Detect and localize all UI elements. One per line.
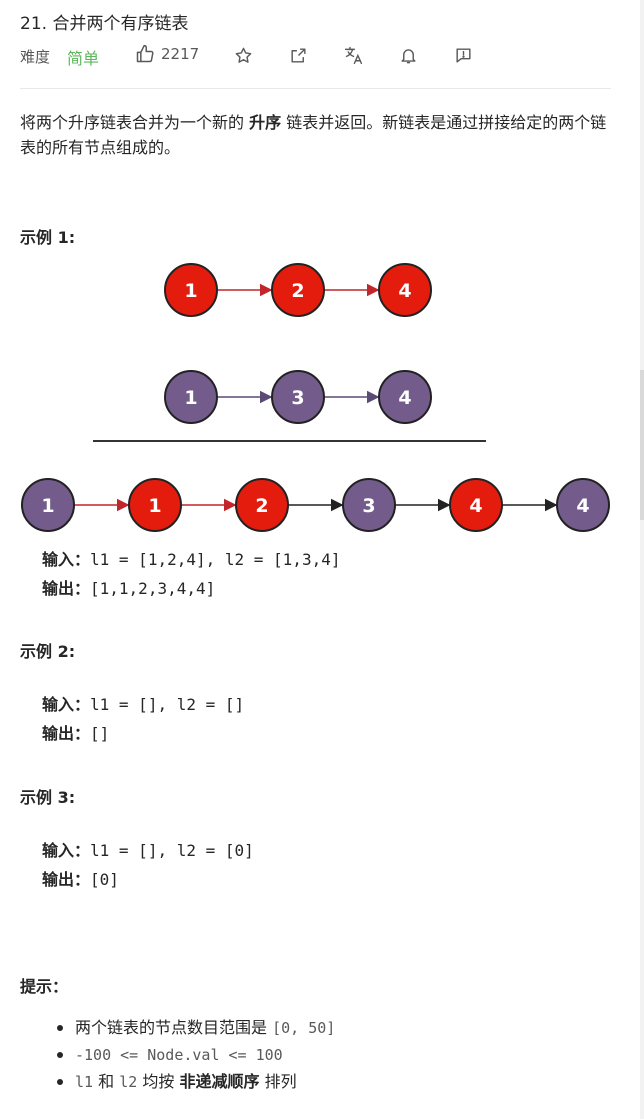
difficulty-badge: 简单: [67, 49, 100, 68]
node-value: 1: [184, 387, 197, 409]
merged-row: 1 1 2 3 4 4: [21, 478, 610, 532]
example-3-output: [0]: [90, 870, 119, 889]
node-value: 1: [41, 495, 54, 517]
translate-icon: [344, 46, 362, 64]
input-label: 输入：: [42, 841, 91, 860]
merge-diagram: 1 2 4 1 3 4 1 1 2 3 4 4: [21, 263, 610, 532]
example-2-output: []: [90, 724, 110, 743]
share-icon: [290, 47, 306, 63]
list-node: [235, 478, 289, 532]
feedback-button[interactable]: [452, 44, 474, 66]
hint-item: 两个链表的节点数目范围是 [0, 50]: [55, 1014, 335, 1041]
like-count: 2217: [161, 45, 200, 63]
input-label: 输入：: [42, 695, 91, 714]
example-2-input: l1 = [], l2 = []: [90, 695, 245, 714]
node-value: 4: [398, 387, 411, 409]
description-text: 将两个升序链表合并为一个新的: [20, 113, 245, 132]
node-value: 3: [291, 387, 304, 409]
example-2-heading: 示例 2:: [20, 642, 76, 661]
list-node: [164, 263, 218, 317]
node-value: 4: [398, 280, 411, 302]
description-text-2: 链表并返回。新链表是通过拼接给定的两个链表的所有节点组成的。: [20, 113, 607, 157]
list2-row: 1 3 4: [164, 370, 432, 424]
problem-title: 21. 合并两个有序链表: [20, 14, 189, 34]
list-node: [271, 370, 325, 424]
bell-icon: [400, 48, 416, 63]
list-node: [21, 478, 75, 532]
like-button[interactable]: 2217: [135, 44, 199, 64]
hints-heading: 提示：: [20, 977, 69, 996]
node-value: 1: [184, 280, 197, 302]
example-3-heading: 示例 3:: [20, 788, 76, 807]
share-button[interactable]: [287, 44, 309, 66]
example-1-output: [1,1,2,3,4,4]: [90, 579, 216, 598]
example-2-io: 输入：l1 = [], l2 = [] 输出：[]: [42, 690, 244, 748]
scrollbar-thumb[interactable]: [640, 370, 644, 520]
list-node: [556, 478, 610, 532]
feedback-icon: [455, 47, 471, 63]
thumbs-up-icon: [136, 44, 154, 63]
output-label: 输出：: [42, 579, 91, 598]
scrollbar-track[interactable]: [640, 0, 644, 1119]
example-3-io: 输入：l1 = [], l2 = [0] 输出：[0]: [42, 836, 254, 894]
output-label: 输出：: [42, 724, 91, 743]
node-value: 3: [362, 495, 375, 517]
node-value: 4: [469, 495, 482, 517]
example-1-input: l1 = [1,2,4], l2 = [1,3,4]: [90, 550, 341, 569]
hints-list: 两个链表的节点数目范围是 [0, 50] -100 <= Node.val <=…: [55, 1014, 335, 1095]
problem-description: 将两个升序链表合并为一个新的 升序 链表并返回。新链表是通过拼接给定的两个链表的…: [20, 110, 620, 160]
list1-row: 1 2 4: [164, 263, 432, 317]
list-node: [449, 478, 503, 532]
hint-item: l1 和 l2 均按 非递减顺序 排列: [55, 1068, 335, 1095]
example-3-input: l1 = [], l2 = [0]: [90, 841, 254, 860]
input-label: 输入：: [42, 550, 91, 569]
list-node: [164, 370, 218, 424]
translate-button[interactable]: [342, 44, 364, 66]
problem-meta-bar: 难度 简单 2217: [20, 44, 620, 68]
list-node: [128, 478, 182, 532]
example-1-io: 输入：l1 = [1,2,4], l2 = [1,3,4] 输出：[1,1,2,…: [42, 545, 340, 603]
description-bold: 升序: [249, 113, 282, 132]
list-node: [378, 263, 432, 317]
list-node: [271, 263, 325, 317]
star-icon: [235, 47, 251, 63]
list-node: [378, 370, 432, 424]
example-1-heading: 示例 1:: [20, 228, 76, 247]
list-node: [342, 478, 396, 532]
node-value: 4: [576, 495, 589, 517]
notification-button[interactable]: [397, 44, 419, 66]
difficulty-label: 难度: [20, 48, 51, 66]
node-value: 1: [148, 495, 161, 517]
header-divider: [20, 88, 611, 89]
output-label: 输出：: [42, 870, 91, 889]
hint-item: -100 <= Node.val <= 100: [55, 1041, 335, 1068]
favorite-button[interactable]: [232, 44, 254, 66]
node-value: 2: [291, 280, 304, 302]
node-value: 2: [255, 495, 268, 517]
